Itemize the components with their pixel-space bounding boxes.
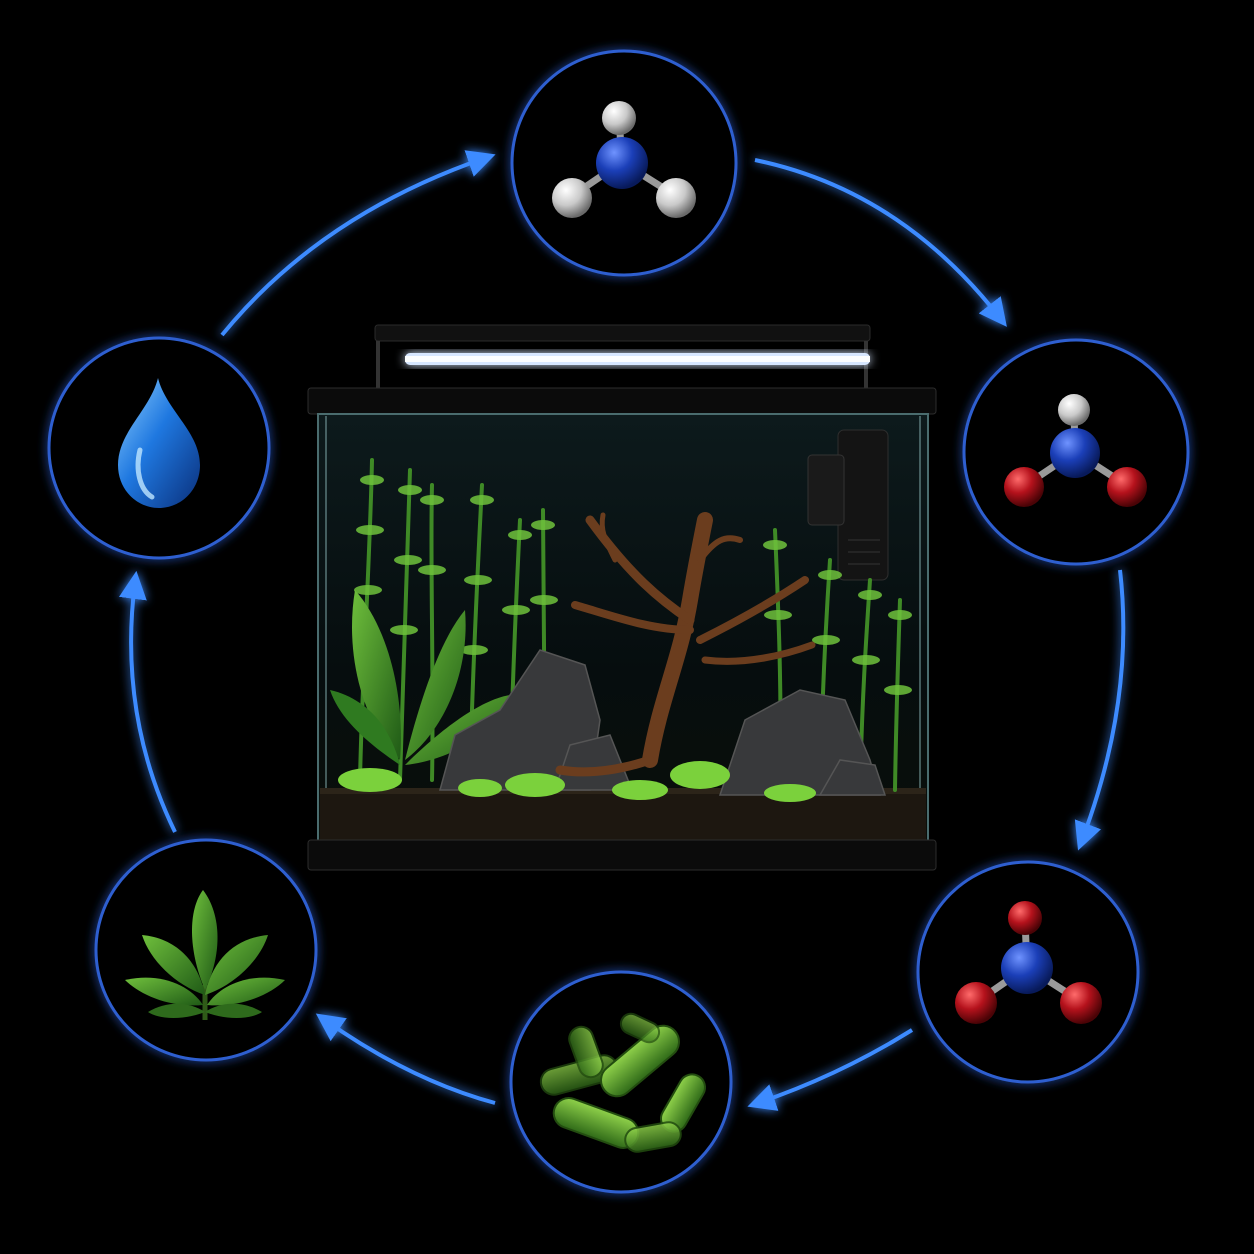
cycle-arrows — [118, 150, 1126, 1111]
ammonia-molecule-icon — [552, 101, 696, 218]
plant-icon — [125, 890, 285, 1020]
aquarium-broadleaf-plant — [330, 590, 510, 765]
aquarium-illustration — [307, 324, 937, 871]
aquarium-filter — [807, 429, 889, 581]
aquarium-top-rim — [307, 387, 937, 415]
arrow-nitrite-to-nitrate — [1074, 569, 1126, 851]
aquarium-rocks — [439, 649, 887, 796]
aquarium-foreground-plants — [338, 761, 816, 802]
water-drop-icon — [118, 378, 200, 508]
arrow-bacteria-to-plant — [315, 1013, 496, 1105]
arrow-nitrate-to-bacteria — [747, 1028, 914, 1111]
aquarium-light-bar — [374, 324, 871, 342]
arrow-ammonia-to-nitrite — [754, 158, 1007, 327]
arrow-water-to-ammonia — [220, 150, 496, 337]
aquarium-stem-leaves — [354, 475, 912, 695]
aquarium-base — [307, 839, 937, 871]
bacteria-icon — [539, 1012, 706, 1153]
nitrite-molecule-icon — [1004, 394, 1147, 507]
aquarium-substrate — [320, 790, 926, 840]
aquarium-driftwood — [555, 512, 816, 777]
arrow-plant-to-water — [118, 570, 177, 833]
nitrate-molecule-icon — [955, 901, 1102, 1024]
